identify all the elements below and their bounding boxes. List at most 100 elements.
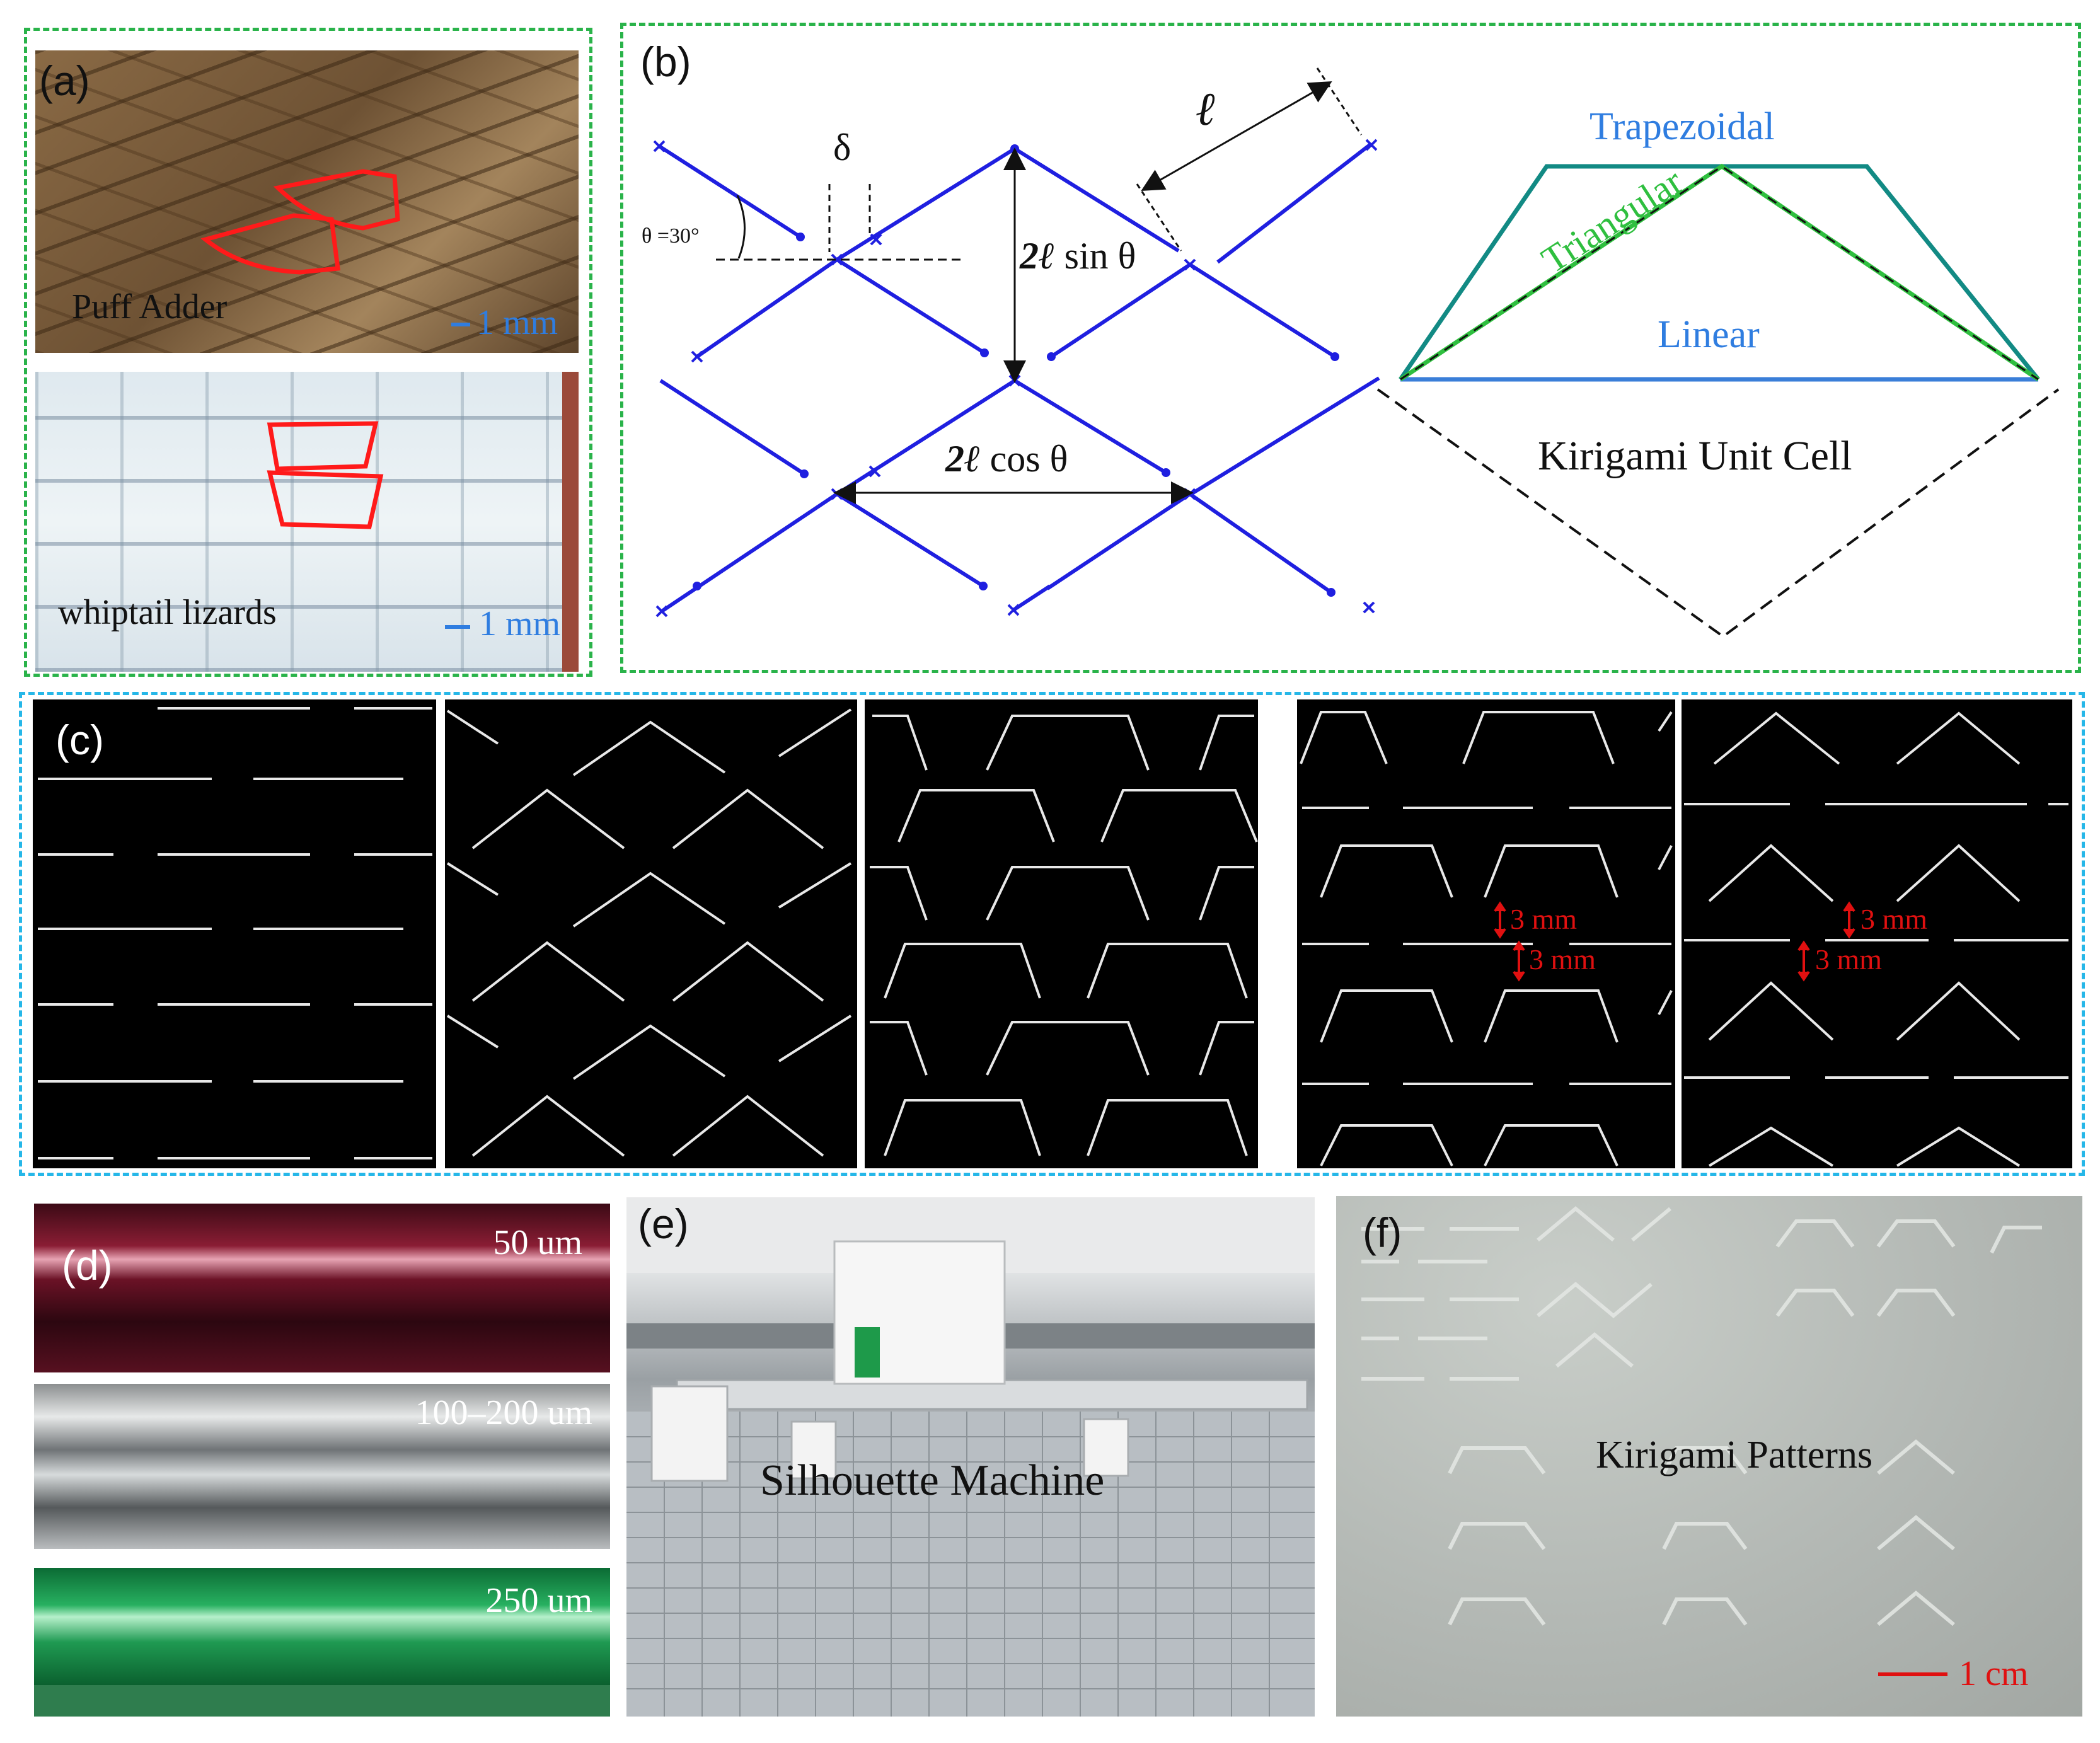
lattice-star xyxy=(831,253,843,266)
sheet-scalebar xyxy=(1878,1672,1947,1676)
gap-label-4: 3 mm xyxy=(1815,943,1883,975)
delta-label: δ xyxy=(833,127,851,168)
lattice-node xyxy=(1162,468,1170,477)
theta-arc xyxy=(736,195,746,259)
panel-f-label: (f) xyxy=(1363,1209,1402,1256)
ell-guide-2 xyxy=(1316,67,1363,135)
lattice-star xyxy=(653,140,666,152)
mixed-triangular-cuts xyxy=(1684,711,2068,1167)
pattern-trapezoidal xyxy=(865,699,1258,1168)
scale-outline-4 xyxy=(267,470,384,529)
gap-arrow-2 xyxy=(1513,940,1525,982)
gap-label-2: 3 mm xyxy=(1529,943,1596,975)
horizontal-dim-rest: cos θ xyxy=(980,438,1068,480)
gap-arrow-3 xyxy=(1843,901,1855,939)
linear-label: Linear xyxy=(1658,313,1760,356)
film-250um-label: 250 um xyxy=(485,1581,592,1620)
tool-holder xyxy=(855,1327,880,1378)
lattice-node xyxy=(1330,352,1339,361)
triangular-cut-dash xyxy=(1400,165,2039,381)
lattice-node xyxy=(693,582,701,590)
lattice-star xyxy=(1365,139,1378,151)
clamp-left xyxy=(650,1385,729,1482)
panel-a-frame xyxy=(24,28,592,677)
lattice-line xyxy=(1012,584,1051,612)
ell-dim-arrow xyxy=(1141,81,1332,191)
lattice-star xyxy=(1363,601,1375,614)
lattice-node xyxy=(1327,588,1336,597)
kirigami-sheet-photo: (f) Kirigami Patterns 1 cm xyxy=(1336,1196,2082,1717)
clamp-mid xyxy=(790,1420,837,1480)
horizontal-dim-label: 2ℓ cos θ xyxy=(945,437,1068,481)
sheet-linear-cuts xyxy=(1361,1227,1519,1381)
trapezoidal-label: Trapezoidal xyxy=(1589,105,1775,148)
kirigami-caption: Kirigami Patterns xyxy=(1596,1434,1873,1476)
pattern-mixed-trapezoidal xyxy=(1297,699,1675,1168)
panel-a-label: (a) xyxy=(39,57,90,104)
puff-adder-scale-label: 1 mm xyxy=(476,303,558,342)
unit-cell-label: Kirigami Unit Cell xyxy=(1538,433,1852,479)
lattice-star xyxy=(1007,604,1020,616)
ell-guide-1 xyxy=(1136,183,1182,251)
panel-b-frame xyxy=(620,23,2081,673)
gantry-bar xyxy=(676,1379,1308,1410)
panel-b-label: (b) xyxy=(640,38,691,85)
lattice-star xyxy=(1184,258,1196,271)
gap-label-3: 3 mm xyxy=(1861,903,1928,935)
lattice-line xyxy=(1190,376,1380,496)
trapezoidal-cuts xyxy=(870,715,1258,1156)
film-250um-photo: 250 um xyxy=(34,1568,610,1717)
silhouette-machine-photo: (e) Silhouette Machine xyxy=(626,1197,1315,1717)
triangular-cuts xyxy=(446,708,852,1157)
gap-arrow-1 xyxy=(1494,901,1506,939)
lattice-node xyxy=(1047,352,1056,361)
vertical-dim-bold: 2ℓ xyxy=(1020,235,1055,277)
trapezoidal-cut xyxy=(1399,164,2040,381)
lattice-star xyxy=(691,350,703,363)
vertical-dim-label: 2ℓ sin θ xyxy=(1020,234,1136,278)
mixed-trapezoidal-cuts xyxy=(1300,711,1673,1166)
whiptail-scale-label: 1 mm xyxy=(479,604,561,643)
panel-d-label: (d) xyxy=(62,1242,113,1289)
lattice-node xyxy=(796,233,805,241)
vertical-dim-rest: sin θ xyxy=(1054,235,1136,277)
mat-grid xyxy=(626,1412,1315,1717)
panel-e-label: (e) xyxy=(638,1200,689,1247)
whiptail-scalebar xyxy=(445,625,470,629)
scale-outline-2 xyxy=(200,213,340,275)
panel-c-frame xyxy=(19,692,2085,1176)
cut-patterns xyxy=(33,699,2072,1168)
film-100-200um-photo: 100–200 um xyxy=(34,1384,610,1549)
pattern-mixed-triangular xyxy=(1682,699,2072,1168)
film-100-200um-label: 100–200 um xyxy=(415,1393,592,1432)
puff-adder-scalebar xyxy=(451,323,470,326)
lattice-star xyxy=(655,605,668,618)
sheet-trapezoidal-cuts xyxy=(1775,1219,2042,1317)
photo-edge-strip xyxy=(562,372,579,672)
puff-adder-caption: Puff Adder xyxy=(72,287,228,326)
puff-adder-photo: (a) Puff Adder 1 mm xyxy=(35,50,579,353)
gap-label-1: 3 mm xyxy=(1510,903,1578,935)
lattice-diagram xyxy=(653,67,2060,638)
film-50um-photo: (d) 50 um xyxy=(34,1204,610,1372)
lattice-line xyxy=(658,144,802,239)
lattice-line xyxy=(1216,142,1373,264)
film-base-strip xyxy=(34,1685,610,1717)
pattern-triangular xyxy=(445,699,857,1168)
horizontal-dim-bold: 2ℓ xyxy=(945,438,981,480)
panel-c-label: (c) xyxy=(55,716,104,763)
gap-arrow-4 xyxy=(1797,940,1810,982)
lattice-star xyxy=(870,233,882,246)
linear-cuts xyxy=(38,707,432,1159)
lattice-node xyxy=(980,348,989,357)
theta-label: θ =30° xyxy=(642,224,700,248)
machine-caption: Silhouette Machine xyxy=(760,1456,1105,1505)
ell-label: ℓ xyxy=(1196,84,1216,135)
lattice-star xyxy=(868,465,881,478)
lattice-line xyxy=(659,379,805,476)
unit-cell-diamond xyxy=(1376,388,2060,638)
lattice-node xyxy=(979,582,988,590)
sheet-lower-cuts xyxy=(1448,1439,1955,1626)
lattice-node xyxy=(800,469,809,478)
whiptail-caption: whiptail lizards xyxy=(58,593,277,632)
